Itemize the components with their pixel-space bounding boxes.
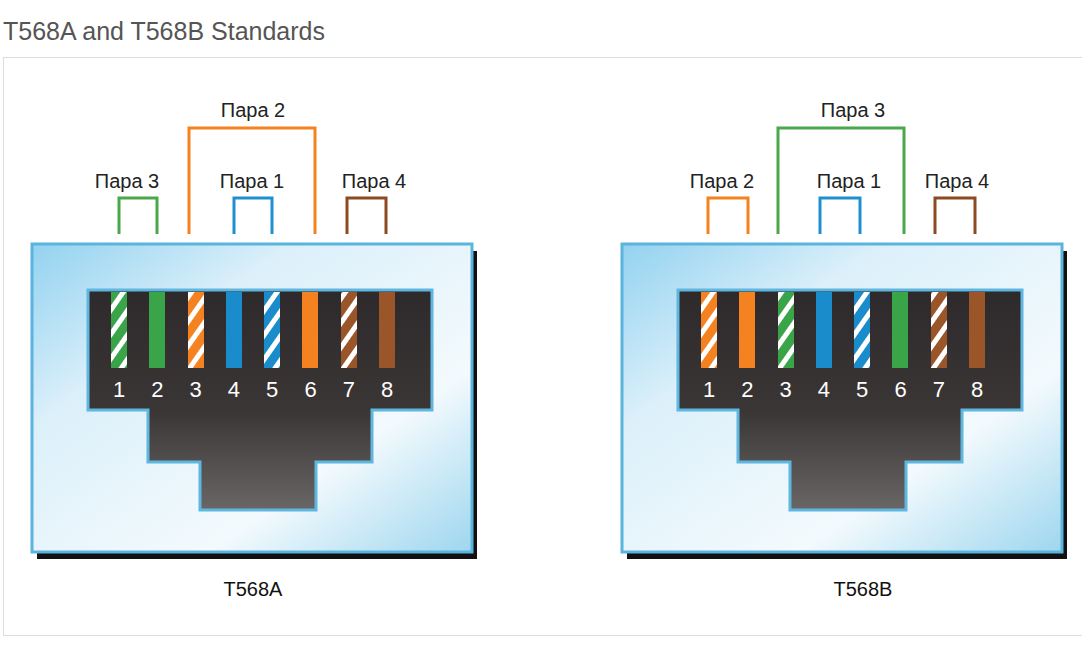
jack-opening — [678, 290, 1022, 510]
wire-brown-white — [341, 292, 357, 368]
pair-bracket — [119, 198, 157, 234]
pair-label: Пара 3 — [95, 170, 159, 193]
wire-green — [892, 292, 908, 368]
pin-number: 6 — [894, 377, 906, 402]
page-title: T568A and T568B Standards — [3, 16, 325, 46]
wire-blue-white — [854, 292, 870, 368]
jack-housing — [32, 244, 472, 552]
pin-number: 2 — [741, 377, 753, 402]
pair-label: Пара 2 — [221, 99, 285, 122]
jack-housing — [622, 244, 1062, 552]
wire-orange — [302, 292, 318, 368]
pin-number: 8 — [381, 377, 393, 402]
pin-number: 8 — [971, 377, 983, 402]
jack-t568a — [32, 128, 477, 559]
standard-caption: T568A — [224, 578, 283, 601]
pair-bracket — [189, 128, 315, 234]
pin-number: 2 — [151, 377, 163, 402]
pin-number: 3 — [189, 377, 201, 402]
pair-bracket — [347, 198, 386, 234]
pair-bracket — [820, 198, 860, 234]
standard-caption: T568B — [834, 578, 893, 601]
pair-label: Пара 4 — [342, 170, 406, 193]
jack-opening — [88, 290, 432, 510]
wire-blue-white — [264, 292, 280, 368]
pair-label: Пара 4 — [925, 170, 989, 193]
wire-blue — [226, 292, 242, 368]
pin-number: 7 — [343, 377, 355, 402]
pin-number: 5 — [856, 377, 868, 402]
pin-number: 7 — [933, 377, 945, 402]
pair-label: Пара 1 — [220, 170, 284, 193]
pair-label: Пара 3 — [821, 99, 885, 122]
wire-brown-white — [931, 292, 947, 368]
pin-number: 1 — [703, 377, 715, 402]
wire-orange-white — [701, 292, 717, 368]
pair-bracket — [935, 198, 975, 234]
wire-green — [149, 292, 165, 368]
pair-bracket — [778, 128, 904, 234]
wire-blue — [816, 292, 832, 368]
pair-label: Пара 2 — [690, 170, 754, 193]
wire-green-white — [778, 292, 794, 368]
pair-bracket — [708, 198, 748, 234]
pin-number: 4 — [818, 377, 830, 402]
panel-border — [4, 58, 1082, 636]
pair-label: Пара 1 — [817, 170, 881, 193]
pin-number: 3 — [779, 377, 791, 402]
pair-bracket — [234, 198, 272, 234]
wire-orange — [739, 292, 755, 368]
pin-number: 6 — [304, 377, 316, 402]
jack-t568b — [622, 128, 1067, 559]
pin-number: 1 — [113, 377, 125, 402]
pin-number: 4 — [228, 377, 240, 402]
wire-brown — [379, 292, 395, 368]
pin-number: 5 — [266, 377, 278, 402]
wire-brown — [969, 292, 985, 368]
wire-orange-white — [188, 292, 204, 368]
wire-green-white — [111, 292, 127, 368]
